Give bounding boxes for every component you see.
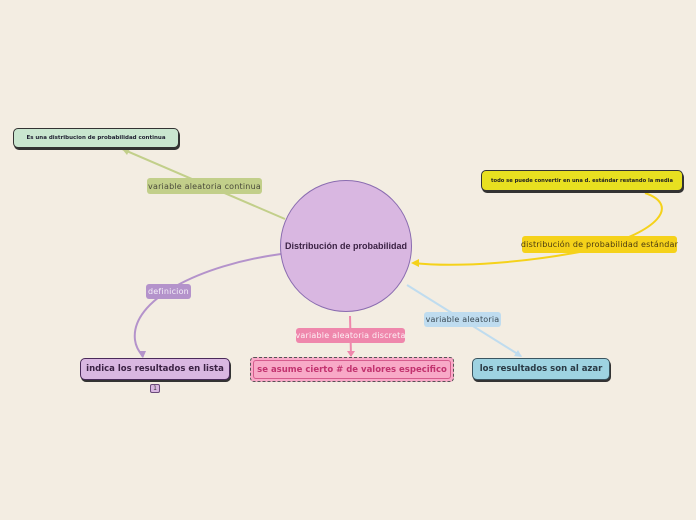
node-random-results[interactable]: los resultados son al azar [472,358,610,380]
connector-label-text: variable aleatoria [425,315,500,324]
central-topic-label: Distribución de probabilidad [284,241,407,251]
node-label: indica los resultados en lista [86,364,224,374]
node-label: Es una distribucion de probabilidad cont… [26,135,166,141]
node-label: los resultados son al azar [479,364,603,374]
note-count-badge[interactable]: 1 [150,384,160,393]
node-results-list[interactable]: indica los resultados en lista [80,358,230,380]
node-label: se asume cierto # de valores especifico [257,364,447,375]
connector-label-text: variable aleatoria continua [148,181,261,191]
node-continuous-distribution[interactable]: Es una distribucion de probabilidad cont… [13,128,179,148]
connector-label-discrete[interactable]: variable aleatoria discreta [295,328,406,343]
node-inner-border [253,360,451,379]
central-topic[interactable]: Distribución de probabilidad [280,180,412,312]
connector-label-text: distribución de probabilidad estándar [520,240,679,249]
node-standard-conversion[interactable]: todo se puede convertir en una d. estánd… [481,170,683,191]
node-label: todo se puede convertir en una d. estánd… [491,177,673,184]
connector-label-text: definicion [148,287,189,296]
node-specific-values[interactable]: se asume cierto # de valores especifico [250,357,454,382]
connector-label-definition[interactable]: definicion [146,284,191,299]
badge-count: 1 [153,385,157,392]
connector-label-random[interactable]: variable aleatoria [424,312,501,327]
connector-label-continuous[interactable]: variable aleatoria continua [147,178,262,194]
connector-label-standard[interactable]: distribución de probabilidad estándar [520,236,679,253]
connector-label-text: variable aleatoria discreta [295,331,406,340]
